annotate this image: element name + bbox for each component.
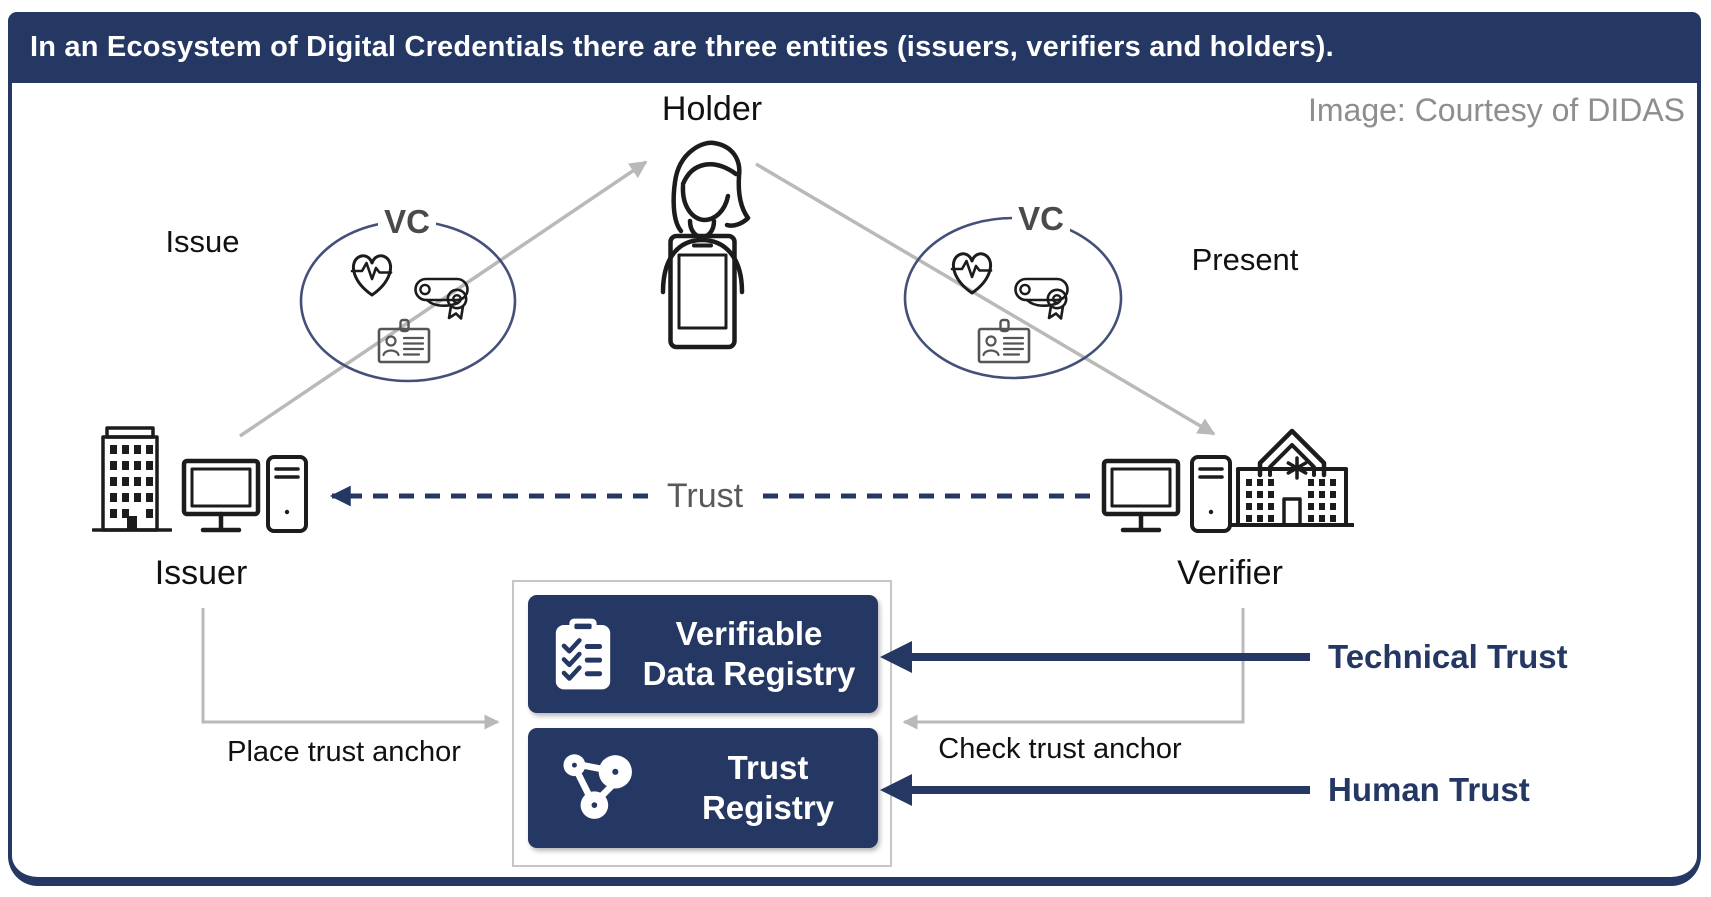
trust-registry-label: Trust Registry [701,748,835,826]
verifiable-data-registry-box: Verifiable Data Registry [528,595,878,713]
heart-pulse-icon [350,254,393,297]
human-trust-arrow [880,774,1310,806]
issue-flow-label: Issue [165,224,240,259]
id-card-icon [377,318,431,364]
office-building-icon [92,426,172,532]
vc-label-right: VC [1012,200,1070,238]
check-trust-anchor-label: Check trust anchor [938,733,1182,765]
diploma-icon [1014,277,1069,320]
verifier-label: Verifier [1177,554,1283,592]
hospital-building-icon [1230,428,1354,527]
trust-registry-box: Trust Registry [528,728,878,848]
clipboard-checklist-icon [555,618,611,690]
trust-flow-label: Trust [657,477,753,516]
present-arrow [755,162,1216,436]
title-bar: In an Ecosystem of Digital Credentials t… [8,12,1701,83]
technical-trust-label: Technical Trust [1328,638,1568,675]
check-trust-anchor-arrow [902,608,1245,730]
heart-pulse-icon [950,252,993,295]
human-trust-label: Human Trust [1328,771,1530,808]
holder-label: Holder [661,90,763,128]
computer-tower-icon [266,455,308,533]
place-trust-anchor-arrow [201,608,500,730]
verifiable-data-registry-label: Verifiable Data Registry [642,614,856,692]
present-flow-label: Present [1191,242,1299,277]
technical-trust-arrow [880,641,1310,673]
place-trust-anchor-label: Place trust anchor [227,736,461,768]
diploma-icon [414,277,469,320]
image-credit: Image: Courtesy of DIDAS [1307,92,1685,128]
computer-tower-icon [1190,455,1232,533]
vc-label-left: VC [378,203,436,241]
diagram-title: In an Ecosystem of Digital Credentials t… [30,31,1334,63]
id-card-icon [977,318,1031,364]
desktop-monitor-icon [1101,458,1181,533]
desktop-monitor-icon [181,458,261,533]
issuer-label: Issuer [154,554,248,592]
person-with-smartphone-icon [660,140,751,350]
network-nodes-icon [563,754,632,819]
